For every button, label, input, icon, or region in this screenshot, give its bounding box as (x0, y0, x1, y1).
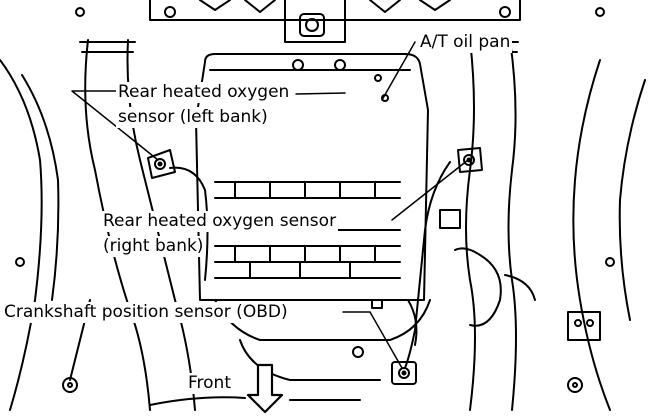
sensor-icon (391, 361, 417, 385)
front-label: Front (186, 373, 233, 394)
rear-sensor-left-label-line2: sensor (left bank) (116, 107, 270, 128)
crankshaft-sensor-label: Crankshaft position sensor (OBD) (2, 302, 290, 323)
rear-sensor-right-label-line2: (right bank) (101, 236, 206, 257)
right-exhaust-pipe (454, 39, 536, 411)
left-chassis-rail (0, 59, 78, 411)
down-arrow-icon (246, 363, 284, 414)
top-crossmember (75, 0, 605, 43)
right-chassis-rail (567, 59, 646, 411)
at-oil-pan-label: A/T oil pan (418, 32, 513, 53)
wiring-harness (169, 161, 461, 369)
rear-sensor-right-label-line1: Rear heated oxygen sensor (101, 211, 339, 232)
rear-sensor-left-label-line1: Rear heated oxygen (116, 82, 292, 103)
leader-lines (71, 41, 469, 369)
sensor-icon (147, 149, 176, 179)
